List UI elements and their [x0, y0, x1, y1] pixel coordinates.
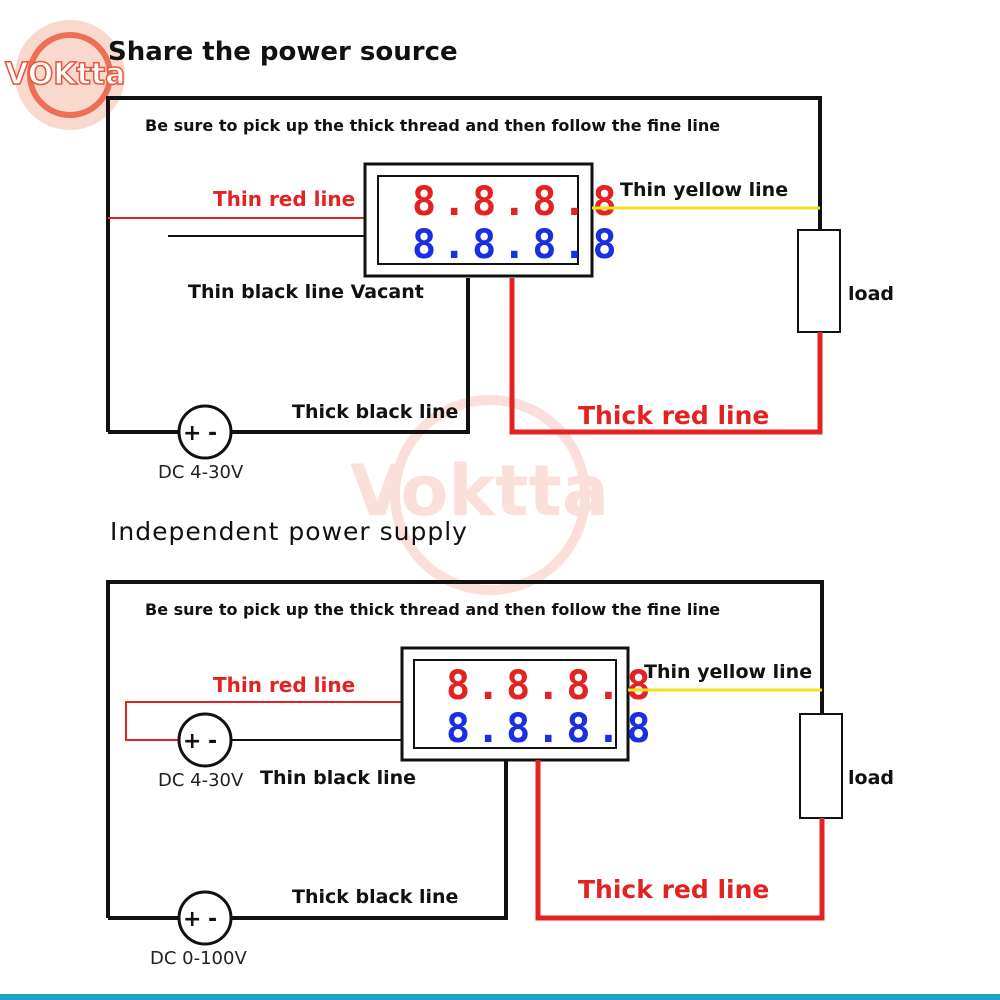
thick-red-wire [509, 278, 823, 435]
source-b-label: DC 0-100V [150, 948, 247, 969]
section-shared-power: Share the power source Be sure to pick u… [106, 37, 894, 483]
outer-wire [106, 96, 822, 432]
load-label: load [848, 283, 894, 305]
dc-source: + - [177, 404, 233, 460]
thin-red-label-2: Thin red line [213, 673, 355, 697]
thin-red-wire-2 [125, 701, 402, 741]
source-a-label: DC 4-30V [158, 770, 244, 791]
thick-red-label-2: Thick red line [578, 875, 769, 904]
svg-text:+: + [183, 421, 201, 446]
outer-wire-2 [106, 580, 824, 918]
thin-yellow-label: Thin yellow line [620, 179, 788, 201]
display-voltage: 8.8.8.8 [412, 179, 623, 225]
watermark: Voktta [350, 395, 609, 595]
voltmeter-display: 8.8.8.8 8.8.8.8 [363, 162, 623, 278]
section2-note: Be sure to pick up the thick thread and … [145, 600, 720, 619]
logo-text: VOKtta [5, 57, 125, 92]
svg-text:-: - [208, 907, 217, 932]
thick-black-label-2: Thick black line [292, 886, 458, 908]
thick-black-label: Thick black line [292, 401, 458, 423]
section2-title: Independent power supply [110, 517, 468, 546]
thick-black-wire-2 [232, 760, 508, 920]
thin-black-label: Thin black line Vacant [188, 281, 424, 303]
load-label-2: load [848, 767, 894, 789]
brand-logo: VOKtta [4, 20, 126, 130]
dc-source-a: + - [177, 712, 233, 768]
section-independent-power: Independent power supply Be sure to pick… [106, 517, 894, 969]
svg-text:-: - [208, 421, 217, 446]
thick-red-label: Thick red line [578, 401, 769, 430]
load-resistor-2 [799, 713, 843, 819]
thick-red-wire-2 [535, 760, 825, 921]
display-current: 8.8.8.8 [412, 222, 623, 268]
bottom-bar [0, 994, 1000, 1000]
thick-black-wire [232, 278, 470, 434]
section1-note: Be sure to pick up the thick thread and … [145, 116, 720, 135]
section1-title: Share the power source [108, 37, 458, 67]
source-label: DC 4-30V [158, 462, 244, 483]
display-current-2: 8.8.8.8 [446, 706, 657, 752]
svg-text:+: + [183, 729, 201, 754]
display-voltage-2: 8.8.8.8 [446, 663, 657, 709]
dc-source-b: + - [177, 890, 233, 946]
thin-yellow-label-2: Thin yellow line [644, 661, 812, 683]
watermark-text: Voktta [350, 450, 609, 532]
thin-red-label: Thin red line [213, 187, 355, 211]
thin-black-label-2: Thin black line [260, 767, 416, 789]
svg-text:+: + [183, 907, 201, 932]
voltmeter-display-2: 8.8.8.8 8.8.8.8 [400, 646, 657, 762]
load-resistor [797, 229, 841, 333]
svg-text:-: - [208, 729, 217, 754]
